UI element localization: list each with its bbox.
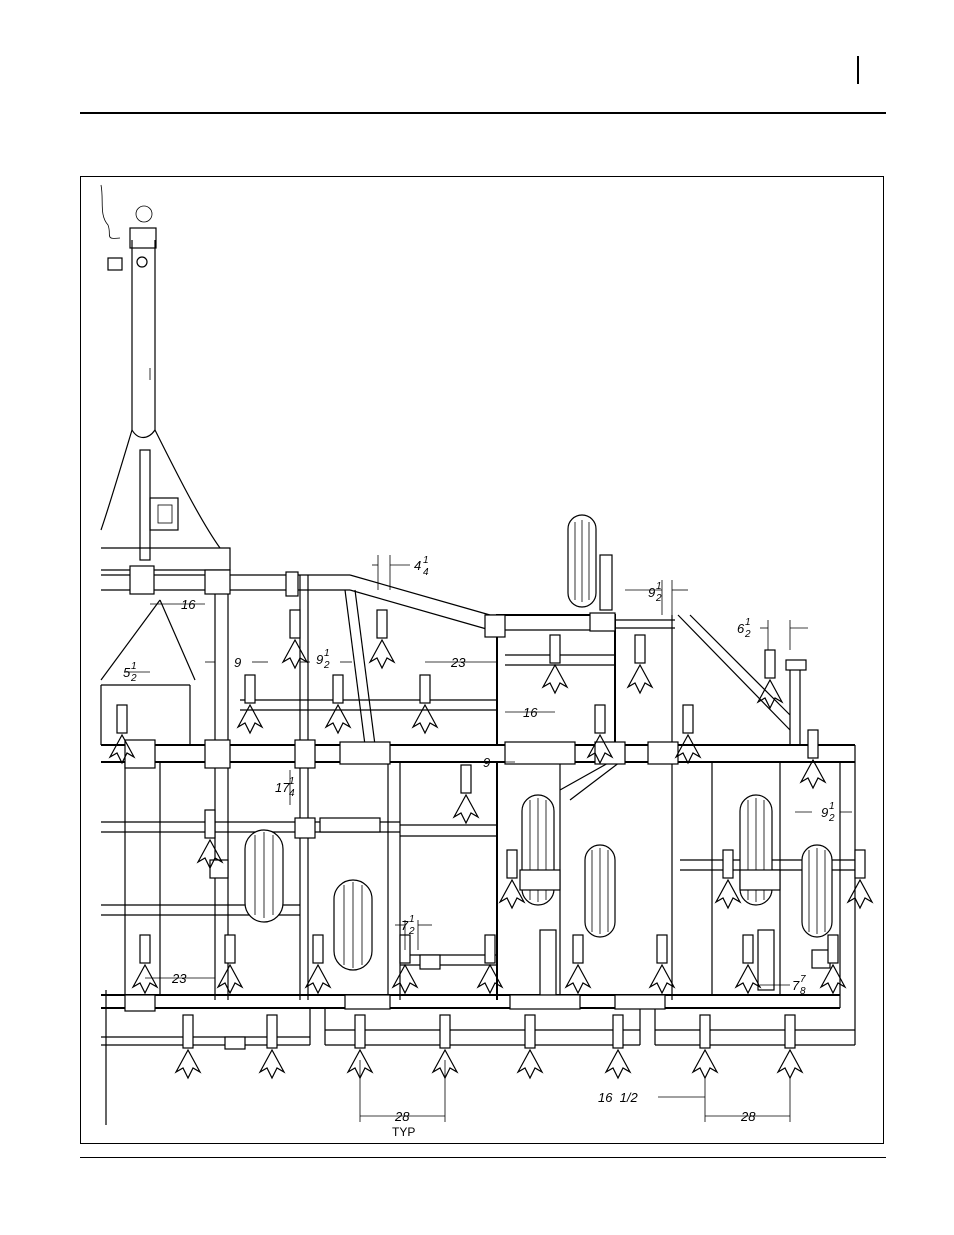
typ-label: TYP <box>392 1125 415 1139</box>
dim-16-1-2: 16 1/2 <box>598 1090 639 1105</box>
dim-28-typ: 28 <box>394 1109 410 1124</box>
dim-9-left: 9 <box>234 655 241 670</box>
svg-text:7: 7 <box>800 974 806 985</box>
dim-4-1-4: 4 1 4 <box>414 555 429 578</box>
svg-text:6: 6 <box>737 621 745 636</box>
dim-23-top: 23 <box>450 655 466 670</box>
svg-text:1: 1 <box>324 648 330 659</box>
dim-9-mid: 9 <box>483 755 490 770</box>
dim-23-bottom: 23 <box>171 971 187 986</box>
svg-text:1: 1 <box>745 617 751 628</box>
svg-text:9: 9 <box>316 652 323 667</box>
dimension-labels: 4 1 4 9 1 2 6 1 2 16 5 1 2 9 9 1 2 23 16… <box>123 555 835 1139</box>
svg-text:2: 2 <box>655 593 662 604</box>
svg-text:9: 9 <box>648 585 655 600</box>
dim-7-1-2: 7 1 2 <box>401 914 415 937</box>
svg-text:1: 1 <box>409 914 415 925</box>
svg-text:4: 4 <box>423 567 429 578</box>
dim-5-1-2: 5 1 2 <box>123 661 137 684</box>
svg-text:1: 1 <box>131 661 137 672</box>
dim-6-1-2: 6 1 2 <box>737 617 751 640</box>
svg-text:9: 9 <box>821 805 828 820</box>
svg-text:2: 2 <box>744 629 751 640</box>
svg-text:7: 7 <box>792 978 800 993</box>
svg-text:1: 1 <box>829 801 835 812</box>
dim-16-top: 16 <box>181 597 196 612</box>
dim-9-1-2-right: 9 1 2 <box>821 801 835 824</box>
svg-text:8: 8 <box>800 986 806 997</box>
svg-text:4: 4 <box>414 558 421 573</box>
svg-text:2: 2 <box>828 813 835 824</box>
dim-9-1-2-top: 9 1 2 <box>648 581 662 604</box>
dim-7-7-8: 7 7 8 <box>792 974 806 997</box>
dim-9-1-2-left: 9 1 2 <box>316 648 330 671</box>
svg-text:1: 1 <box>423 555 429 566</box>
drawing-linework <box>101 185 872 1125</box>
svg-text:7: 7 <box>401 918 409 933</box>
svg-text:2: 2 <box>408 926 415 937</box>
dim-17-1-4: 17 1 4 <box>275 776 295 799</box>
svg-text:1: 1 <box>656 581 662 592</box>
dim-28-right: 28 <box>740 1109 756 1124</box>
clamp-blocks <box>125 555 830 1049</box>
svg-text:17: 17 <box>275 780 290 795</box>
svg-text:1: 1 <box>289 776 295 787</box>
dim-16-mid: 16 <box>523 705 538 720</box>
svg-text:2: 2 <box>323 660 330 671</box>
svg-text:4: 4 <box>289 788 295 799</box>
svg-text:2: 2 <box>130 673 137 684</box>
svg-text:5: 5 <box>123 665 131 680</box>
hitch-tongue <box>101 185 230 570</box>
